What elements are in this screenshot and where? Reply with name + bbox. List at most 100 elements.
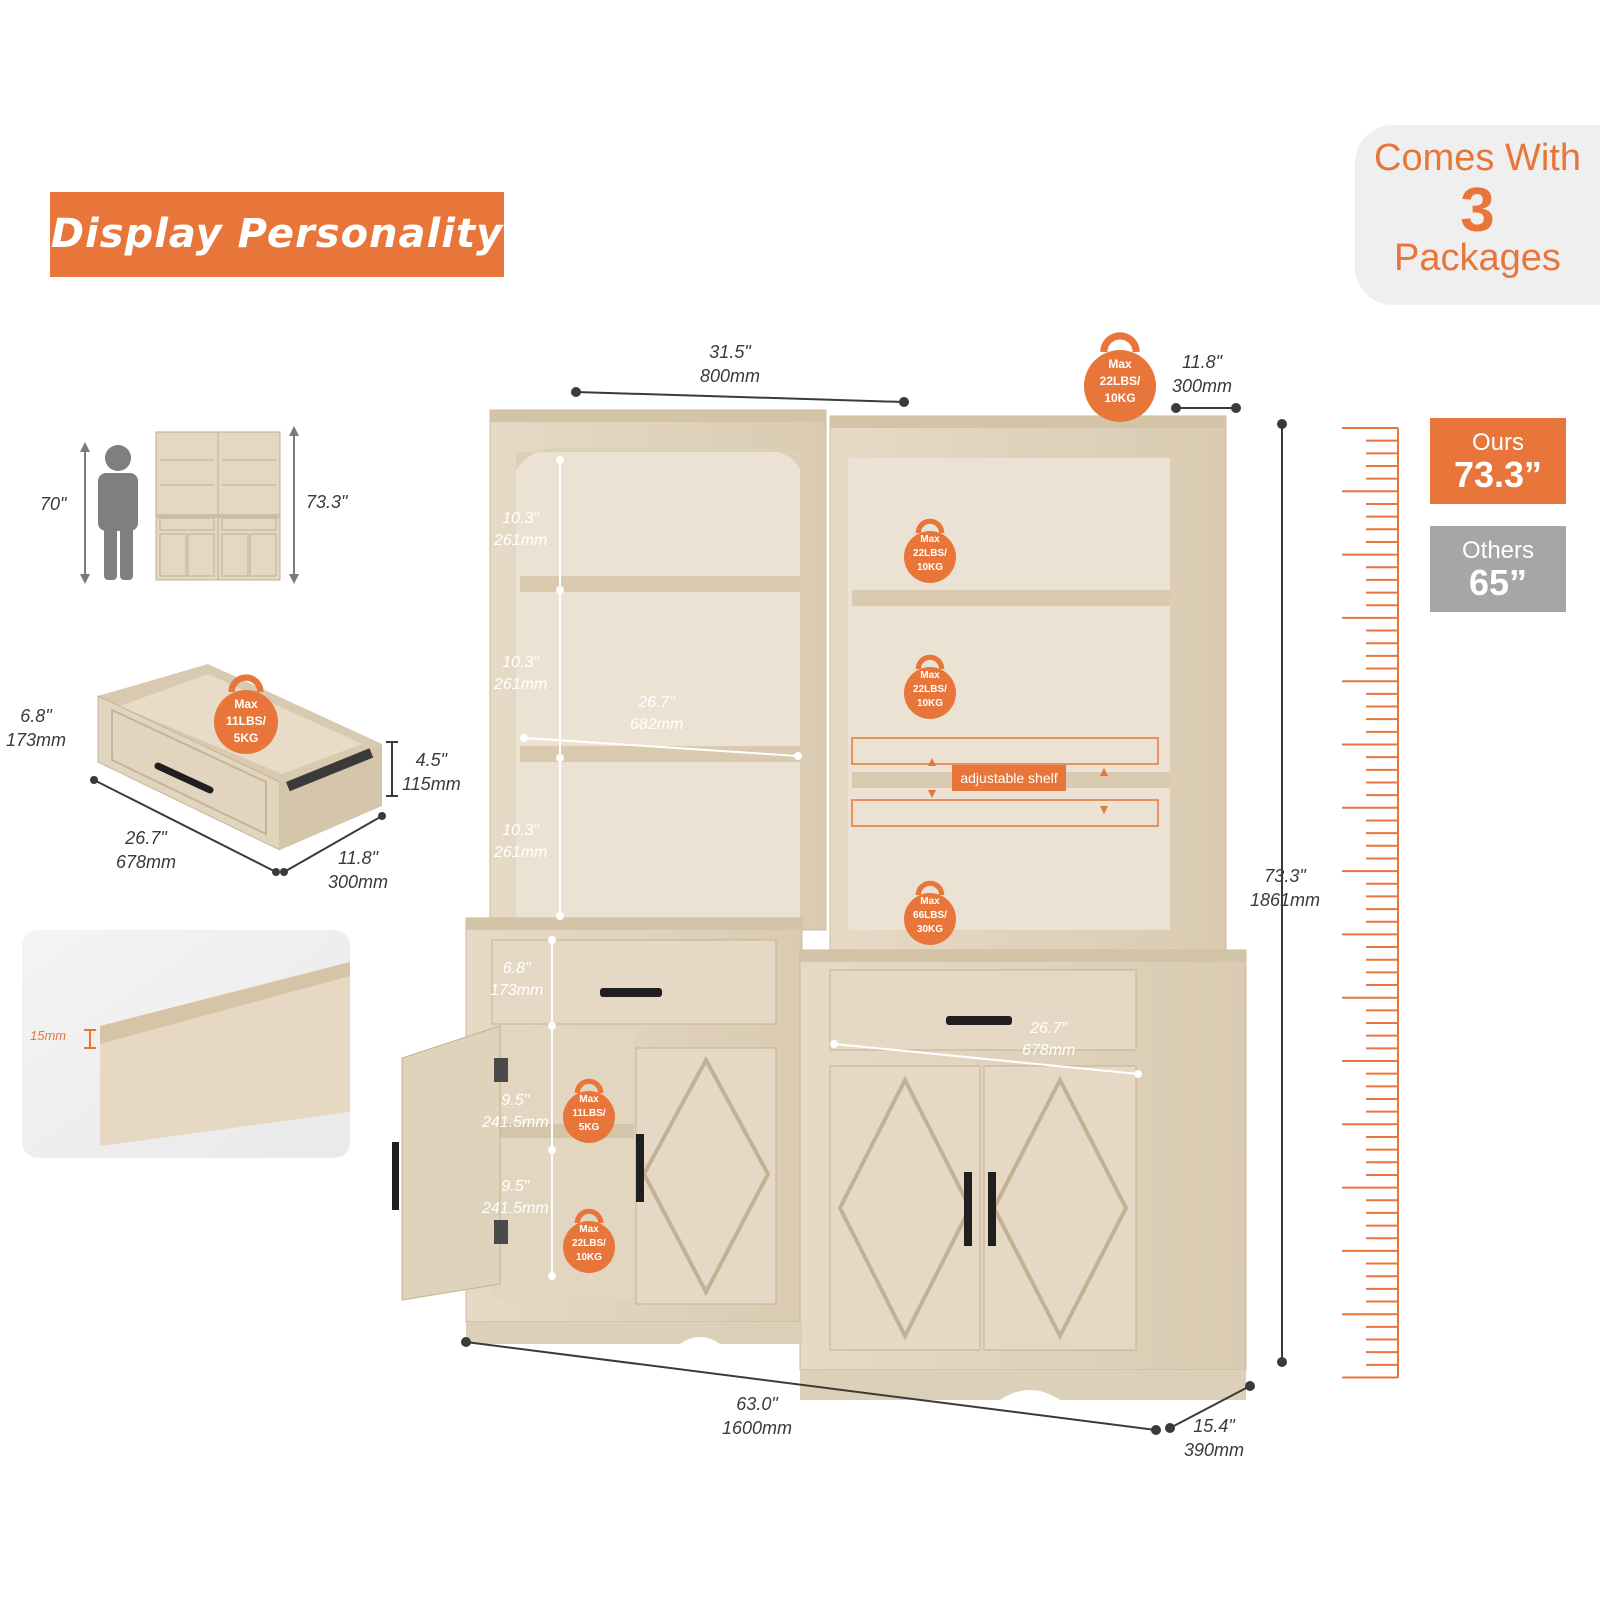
hutch-width-label: 31.5" 800mm — [700, 340, 760, 388]
cab-gap-1-label: 9.5" 241.5mm — [482, 1090, 549, 1134]
drawer-height-main-in: 6.8" — [502, 960, 531, 977]
total-height-mm: 1861mm — [1250, 890, 1321, 910]
cab-gap-1-in: 9.5" — [501, 1092, 530, 1109]
weight-shelf2-line3: 10KG — [916, 698, 944, 709]
shelf-width-in: 26.7" — [638, 694, 676, 711]
weight-cab2-line2: 22LBS/ — [572, 1238, 606, 1249]
weight-lock-shelf2-handle — [915, 654, 945, 670]
weight-badge-shelf1: Max 22LBS/ 10KG — [905, 532, 955, 582]
drawer-height-mm: 173mm — [6, 730, 67, 750]
shelf-gap-2-label: 10.3" 261mm — [494, 652, 547, 696]
weight-lock-shelf-bottom-handle — [915, 880, 945, 896]
height-ruler — [1342, 427, 1399, 1379]
shelf-gap-2-in: 10.3" — [502, 654, 540, 671]
others-value: 65” — [1468, 562, 1528, 603]
drawer-inner-label: 4.5" 115mm — [402, 748, 461, 796]
drawer-width-in: 26.7" — [125, 828, 167, 848]
cab-gap-2-label: 9.5" 241.5mm — [482, 1176, 549, 1220]
weight-shelf2-line2: 22LBS/ — [913, 684, 947, 695]
weight-shelf1-line1: Max — [920, 534, 940, 545]
adjustable-shelf-label: adjustable shelf — [952, 765, 1066, 791]
drawer-width-main-mm: 678mm — [1022, 1042, 1076, 1059]
hutch-depth-mm: 300mm — [1172, 376, 1233, 396]
drawer-width-mm: 678mm — [116, 852, 177, 872]
weight-badge-drawer: Max 11LBS/ 5KG — [212, 692, 280, 752]
weight-lock-drawer — [214, 690, 278, 754]
inner-dimension-lines — [520, 456, 1142, 1280]
weight-badge-shelf2: Max 22LBS/ 10KG — [905, 668, 955, 718]
others-label: Others — [1461, 537, 1535, 564]
drawer-depth-label: 11.8" 300mm — [328, 846, 388, 894]
weight-top-line1: Max — [1108, 357, 1132, 371]
shelf-gap-3-mm: 261mm — [494, 844, 548, 861]
shelf-gap-1-mm: 261mm — [494, 532, 548, 549]
cabinet-illustration — [392, 409, 1247, 1400]
weight-bottom-line2: 66LBS/ — [913, 910, 947, 921]
weight-bottom-line1: Max — [920, 896, 940, 907]
weight-top-line2: 22LBS/ — [1099, 374, 1141, 388]
packages-line3: Packages — [1394, 237, 1561, 279]
weight-lock-cab2 — [563, 1221, 615, 1273]
packages-count: 3 — [1460, 176, 1495, 245]
weight-lock-shelf1-handle — [915, 518, 945, 534]
drawer-depth-mm: 300mm — [328, 872, 389, 892]
weight-lock-shelf1 — [904, 531, 956, 583]
total-width-mm: 1600mm — [722, 1418, 793, 1438]
weight-badge-cab1: Max 11LBS/ 5KG — [564, 1092, 614, 1142]
title-banner: Display Personality — [50, 192, 504, 277]
shelf-gap-1-label: 10.3" 261mm — [494, 508, 547, 552]
shelf-gap-2-mm: 261mm — [494, 676, 548, 693]
weight-lock-top — [1084, 350, 1156, 422]
shelf-gap-3-in: 10.3" — [502, 822, 540, 839]
drawer-inner-mm: 115mm — [402, 774, 461, 794]
total-depth-label: 15.4" 390mm — [1184, 1414, 1244, 1462]
weight-badge-shelf-bottom: Max 66LBS/ 30KG — [905, 894, 955, 944]
weight-shelf1-line3: 10KG — [916, 562, 944, 573]
person-icon — [98, 445, 138, 580]
hutch-depth-label: 11.8" 300mm — [1172, 350, 1232, 398]
packages-line1: Comes With — [1374, 137, 1581, 179]
height-comparison-figure — [80, 426, 299, 584]
shelf-width-label: 26.7" 682mm — [630, 692, 683, 736]
weight-cab1-line3: 5KG — [578, 1122, 600, 1133]
person-height-label: 70" — [40, 494, 67, 514]
hutch-width-in: 31.5" — [709, 342, 751, 362]
total-height-in: 73.3" — [1264, 866, 1306, 886]
weight-lock-cab2-handle — [574, 1208, 604, 1224]
weight-cab1-line2: 11LBS/ — [572, 1108, 606, 1119]
shelf-gap-1-in: 10.3" — [502, 510, 540, 527]
shelf-width-mm: 682mm — [630, 716, 684, 733]
ours-value: 73.3” — [1453, 454, 1543, 495]
weight-lock-shelf2 — [904, 667, 956, 719]
total-height-label: 73.3" 1861mm — [1250, 864, 1320, 912]
cab-gap-2-mm: 241.5mm — [482, 1200, 549, 1217]
drawer-depth-in: 11.8" — [337, 848, 379, 868]
plank-thickness-illustration — [22, 930, 350, 1158]
total-depth-in: 15.4" — [1193, 1416, 1235, 1436]
drawer-height-main-mm: 173mm — [490, 982, 544, 999]
weight-badges — [214, 332, 1156, 1273]
weight-lock-drawer-handle — [228, 674, 264, 693]
cab-gap-2-in: 9.5" — [501, 1178, 530, 1195]
weight-lock-top-handle — [1100, 332, 1140, 353]
weight-lock-shelf-bottom — [904, 893, 956, 945]
weight-lock-cab1-handle — [574, 1078, 604, 1094]
weight-shelf2-line1: Max — [920, 670, 940, 681]
weight-cab2-line3: 10KG — [575, 1252, 603, 1263]
weight-drawer-line2: 11LBS/ — [225, 714, 267, 728]
weight-shelf1-line2: 22LBS/ — [913, 548, 947, 559]
weight-lock-cab1 — [563, 1091, 615, 1143]
total-depth-mm: 390mm — [1184, 1440, 1245, 1460]
packages-card: Comes With 3 Packages — [1355, 125, 1600, 305]
hutch-depth-in: 11.8" — [1181, 352, 1223, 372]
drawer-height-main-label: 6.8" 173mm — [490, 958, 543, 1002]
total-width-in: 63.0" — [736, 1394, 778, 1414]
weight-bottom-line3: 30KG — [916, 924, 944, 935]
drawer-width-label: 26.7" 678mm — [116, 826, 176, 874]
hutch-width-mm: 800mm — [700, 366, 761, 386]
weight-cab2-line1: Max — [579, 1224, 599, 1235]
drawer-inner-in: 4.5" — [415, 750, 448, 770]
weight-drawer-line1: Max — [234, 697, 258, 711]
cab-gap-1-mm: 241.5mm — [482, 1114, 549, 1131]
